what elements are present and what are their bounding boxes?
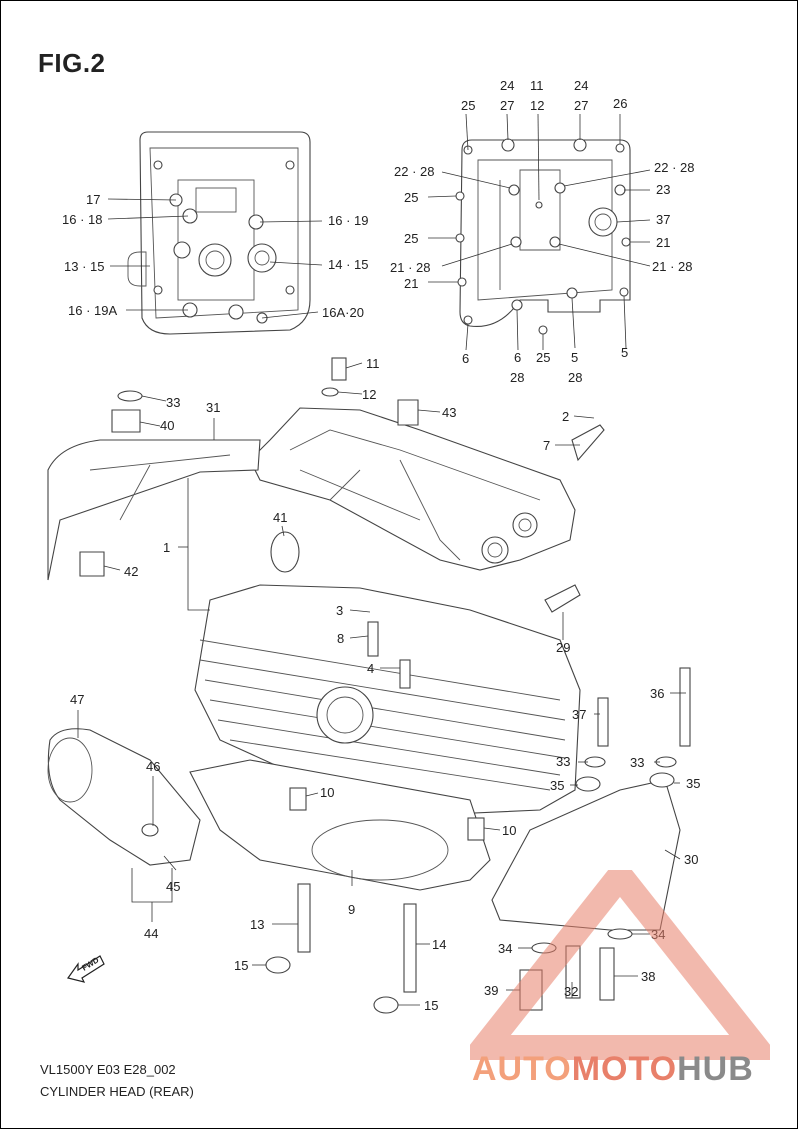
cylinder-head-gasket <box>189 759 491 891</box>
callout: 37 <box>572 707 586 722</box>
callout: 3 <box>336 603 343 618</box>
callout: 1 <box>163 540 170 555</box>
callout: 42 <box>124 564 138 579</box>
leader-lines <box>77 362 686 1006</box>
callout: 10 <box>320 785 334 800</box>
callout: 9 <box>348 902 355 917</box>
labels-top-left: 17 16 · 18 13 · 15 16 · 19A 16 · 19 14 ·… <box>62 192 368 320</box>
callout: 16 · 19A <box>68 303 117 318</box>
callout: 45 <box>166 879 180 894</box>
callout: 6 <box>462 351 469 366</box>
callout: 46 <box>146 759 160 774</box>
model-code: VL1500Y E03 E28_002 <box>40 1062 176 1077</box>
callout: 33 <box>630 755 644 770</box>
callout: 7 <box>543 438 550 453</box>
callout: 5 <box>571 350 578 365</box>
callout: 11 <box>366 356 380 371</box>
callout: 13 · 15 <box>64 259 104 274</box>
callout: 32 <box>564 984 578 999</box>
callout: 6 <box>514 350 521 365</box>
callout: 44 <box>144 926 158 941</box>
callout: 14 <box>432 937 446 952</box>
head-top-view <box>107 131 323 335</box>
callout: 41 <box>273 510 287 525</box>
callout: 15 <box>424 998 438 1013</box>
labels-top-right: 24 27 11 12 24 27 25 26 22 · 28 22 · 28 … <box>390 78 694 385</box>
callout: 27 <box>574 98 588 113</box>
callout: 16 · 18 <box>62 212 102 227</box>
callout: 14 · 15 <box>328 257 368 272</box>
callout: 29 <box>556 640 570 655</box>
callout: 30 <box>684 852 698 867</box>
callout: 25 <box>404 231 418 246</box>
cylinder-head <box>194 584 581 816</box>
intake-pipe <box>47 728 201 866</box>
callout: 22 · 28 <box>654 160 694 175</box>
callout: 43 <box>442 405 456 420</box>
head-cover <box>249 407 576 571</box>
callout: 35 <box>686 776 700 791</box>
callout: 5 <box>621 345 628 360</box>
side-cover-31 <box>47 439 261 581</box>
section-name: CYLINDER HEAD (REAR) <box>40 1084 194 1099</box>
callout: 35 <box>550 778 564 793</box>
watermark-text: AUTOMOTOHUB <box>472 1050 754 1088</box>
callout: 25 <box>461 98 475 113</box>
callout: 12 <box>530 98 544 113</box>
callout: 34 <box>498 941 512 956</box>
callout: 21 · 28 <box>390 260 430 275</box>
callout: 15 <box>234 958 248 973</box>
callout: 39 <box>484 983 498 998</box>
callout: 24 <box>574 78 588 93</box>
callout: 33 <box>556 754 570 769</box>
callout: 13 <box>250 917 264 932</box>
callout: 27 <box>500 98 514 113</box>
callout: 31 <box>206 400 220 415</box>
callout: 12 <box>362 387 376 402</box>
callout: 28 <box>568 370 582 385</box>
callout: 21 · 28 <box>652 259 692 274</box>
callout: 36 <box>650 686 664 701</box>
callout: 2 <box>562 409 569 424</box>
figure-title: FIG.2 <box>38 48 106 78</box>
callout: 11 <box>530 78 544 93</box>
callout: 25 <box>404 190 418 205</box>
callout: 25 <box>536 350 550 365</box>
small-parts <box>79 357 691 1014</box>
callout: 38 <box>641 969 655 984</box>
automotohub-watermark-logo <box>470 870 770 1060</box>
forward-arrow-icon: FWD <box>66 955 105 983</box>
callout: 26 <box>613 96 627 111</box>
callout: 10 <box>502 823 516 838</box>
callout: 23 <box>656 182 670 197</box>
callout: 37 <box>656 212 670 227</box>
labels-main: 11 12 33 31 43 40 2 7 1 41 42 3 8 29 4 4… <box>70 356 700 1013</box>
callout: 24 <box>500 78 514 93</box>
callout: 21 <box>404 276 418 291</box>
callout: 8 <box>337 631 344 646</box>
callout: 47 <box>70 692 84 707</box>
callout: 4 <box>367 661 374 676</box>
callout: 17 <box>86 192 100 207</box>
callout: 22 · 28 <box>394 164 434 179</box>
callout: 16 · 19 <box>328 213 368 228</box>
callout: 21 <box>656 235 670 250</box>
callout: 28 <box>510 370 524 385</box>
callout: 33 <box>166 395 180 410</box>
callout: 16A·20 <box>322 305 364 320</box>
callout: 40 <box>160 418 174 433</box>
head-cover-top-view <box>427 113 651 351</box>
